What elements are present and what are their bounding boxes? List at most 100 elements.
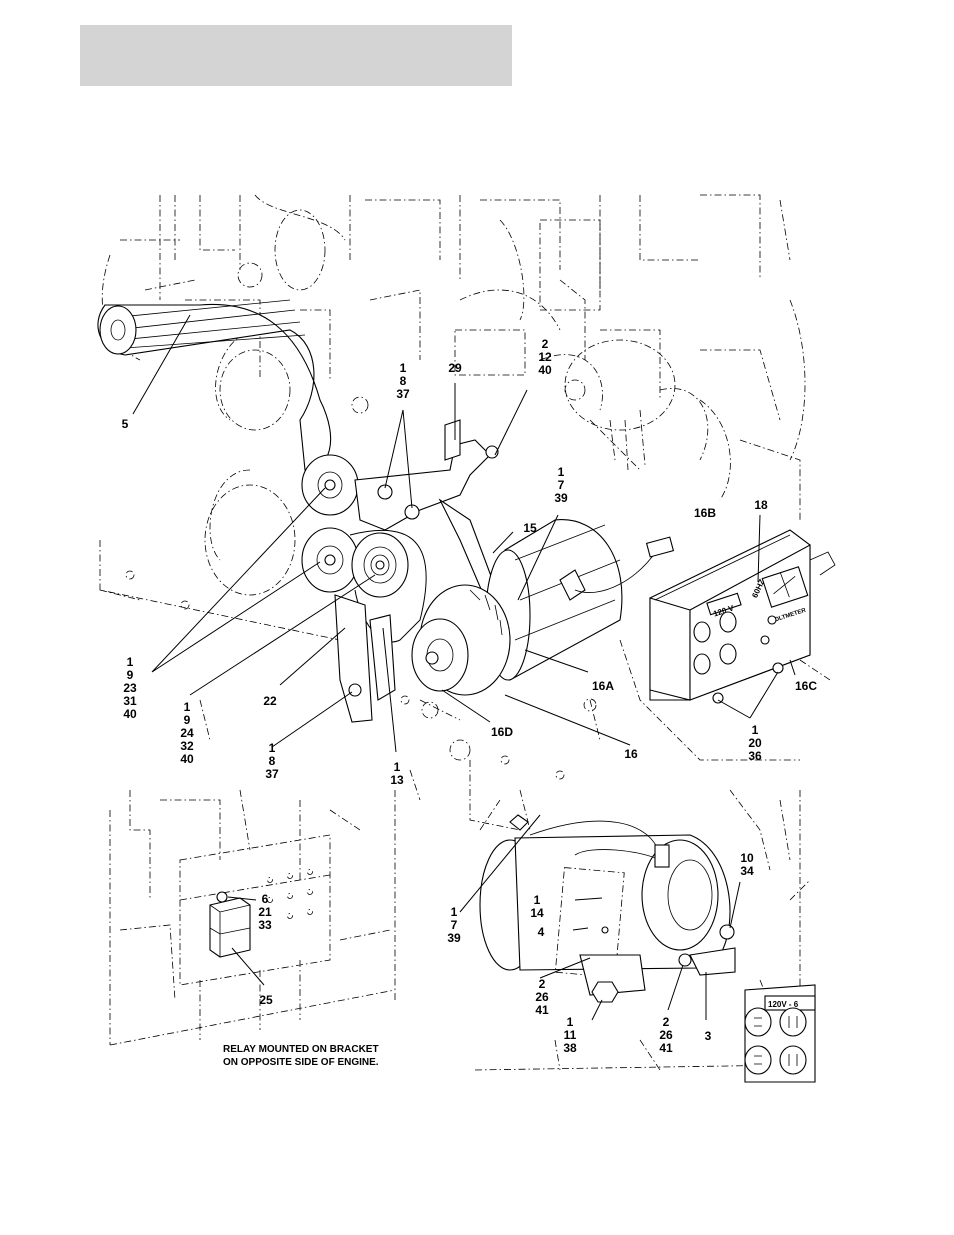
- callout-16D: 16D: [491, 725, 513, 739]
- callout-16C: 16C: [795, 679, 817, 693]
- callout-line: 24: [180, 726, 194, 740]
- callout-line: 1: [558, 465, 565, 479]
- callout-line: 32: [180, 739, 194, 753]
- outlet-box: 120 V 60HZ VOLTMETER: [650, 530, 835, 703]
- callout-line: 1: [451, 905, 458, 919]
- callout-line: 7: [451, 918, 458, 932]
- callout-line: 11: [564, 1028, 577, 1042]
- callout-line: 13: [390, 773, 404, 787]
- callout-16A: 16A: [592, 679, 614, 693]
- callout-line: 37: [396, 387, 410, 401]
- callout-29: 29: [448, 361, 462, 375]
- callout-line: 26: [659, 1028, 673, 1042]
- relay: [210, 892, 250, 957]
- callout-1-8-37-top: 1837: [396, 361, 410, 401]
- callout-line: 21: [258, 905, 272, 919]
- callout-18: 18: [754, 498, 768, 512]
- idler-pulley-left: [302, 528, 358, 592]
- starter-view: 120V - 6: [475, 790, 815, 1082]
- callout-line: 2: [542, 337, 549, 351]
- callout-line: 40: [180, 752, 194, 766]
- callout-line: 7: [558, 478, 565, 492]
- callout-line: 34: [740, 864, 754, 878]
- callout-line: 41: [659, 1041, 673, 1055]
- callout-line: 1: [394, 760, 401, 774]
- callout-line: 36: [748, 749, 762, 763]
- callout-line: 9: [127, 668, 134, 682]
- callout-line: 1: [127, 655, 134, 669]
- idler-pulley-upper: [302, 455, 358, 515]
- callout-3: 3: [705, 1029, 712, 1043]
- relay-note-line-2: ON OPPOSITE SIDE OF ENGINE.: [223, 1057, 379, 1068]
- callout-25: 25: [259, 993, 273, 1007]
- callout-line: 2: [539, 977, 546, 991]
- callout-line: 1: [400, 361, 407, 375]
- callout-line: 3: [705, 1029, 712, 1043]
- generator-pulley: [412, 585, 510, 695]
- callout-line: 40: [538, 363, 552, 377]
- callout-15: 15: [523, 521, 537, 535]
- callout-line: 1: [184, 700, 191, 714]
- callout-line: 1: [534, 893, 541, 907]
- callout-line: 18: [754, 498, 768, 512]
- generator-body: [486, 520, 673, 680]
- callout-line: 16C: [795, 679, 817, 693]
- callout-line: 6: [262, 892, 269, 906]
- callout-16: 16: [624, 747, 638, 761]
- callout-line: 8: [269, 754, 276, 768]
- callout-line: 1: [567, 1015, 574, 1029]
- callout-line: 16A: [592, 679, 614, 693]
- starter-motor: [480, 815, 735, 1002]
- outlet-detail: 120V - 6: [745, 985, 815, 1082]
- callout-22: 22: [263, 694, 277, 708]
- callout-line: 39: [447, 931, 461, 945]
- drive-belt: [98, 300, 331, 470]
- callout-line: 16: [624, 747, 638, 761]
- callout-line: 20: [748, 736, 762, 750]
- callout-4: 4: [538, 925, 545, 939]
- callout-line: 10: [740, 851, 754, 865]
- relay-note-line-1: RELAY MOUNTED ON BRACKET: [223, 1044, 379, 1055]
- callout-line: 39: [554, 491, 568, 505]
- callout-line: 2: [663, 1015, 670, 1029]
- callout-line: 15: [523, 521, 537, 535]
- callout-line: 4: [538, 925, 545, 939]
- callout-line: 41: [535, 1003, 549, 1017]
- callout-line: 1: [752, 723, 759, 737]
- callout-line: 1: [269, 741, 276, 755]
- relay-view: [110, 790, 395, 1045]
- callout-line: 16D: [491, 725, 513, 739]
- callout-line: 26: [535, 990, 549, 1004]
- callout-line: 8: [400, 374, 407, 388]
- callout-line: 9: [184, 713, 191, 727]
- engine-block-outline: [100, 195, 830, 830]
- callout-line: 33: [258, 918, 272, 932]
- callout-line: 25: [259, 993, 273, 1007]
- callout-line: 29: [448, 361, 462, 375]
- callout-line: 12: [538, 350, 552, 364]
- callout-5: 5: [122, 417, 129, 431]
- callout-line: 38: [563, 1041, 577, 1055]
- callout-line: 37: [265, 767, 279, 781]
- callout-line: 40: [123, 707, 137, 721]
- callout-line: 23: [123, 681, 137, 695]
- callout-line: 14: [530, 906, 544, 920]
- tensioner-pulley: [352, 533, 408, 597]
- callout-line: 16B: [694, 506, 716, 520]
- callout-line: 22: [263, 694, 277, 708]
- callout-16B: 16B: [694, 506, 716, 520]
